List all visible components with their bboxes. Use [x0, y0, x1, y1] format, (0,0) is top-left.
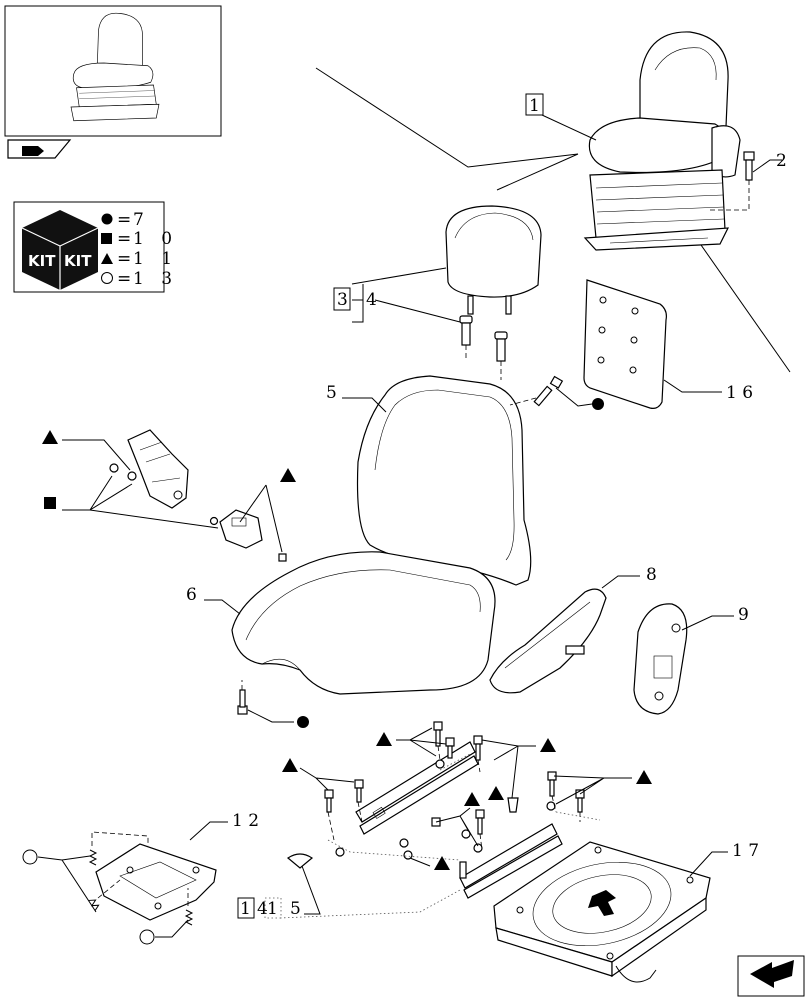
callout-box-14 — [237, 897, 255, 919]
small-fasteners[interactable] — [109, 463, 287, 562]
callout-5-top: 5 — [326, 383, 337, 403]
filled-triangle-marker — [42, 430, 58, 444]
rail-fasteners[interactable] — [286, 721, 585, 879]
svg-text:=: = — [117, 269, 137, 289]
filled-triangle-marker — [488, 786, 504, 800]
filled-triangle-marker — [280, 468, 296, 482]
legend-count-open-circle: 1 3 — [133, 269, 178, 289]
svg-text:=: = — [117, 249, 137, 269]
filled-square-marker — [44, 497, 56, 509]
callout-15-a: 1 — [267, 899, 278, 919]
legend-count-circle: 7 — [133, 210, 150, 230]
callout-14-box: 1 — [240, 899, 251, 919]
callout-1: 1 — [529, 96, 540, 116]
callout-box-3 — [333, 287, 351, 311]
callout-8: 8 — [646, 565, 657, 585]
callout-9: 9 — [738, 605, 749, 625]
open-circle-marker — [22, 849, 38, 865]
callout-6: 6 — [186, 585, 197, 605]
backrest-plate[interactable] — [583, 279, 667, 409]
callout-4: 4 — [366, 290, 377, 310]
filled-triangle-marker — [282, 758, 298, 772]
armrest[interactable] — [489, 588, 607, 694]
filled-circle-icon — [101, 213, 113, 225]
next-page-arrow-icon[interactable] — [737, 955, 805, 997]
seat-cushion[interactable] — [231, 551, 496, 695]
kit-legend: KIT KIT = 7 = 1 0 = 1 1 = 1 3 — [13, 201, 178, 293]
bolt-item-2[interactable] — [743, 151, 755, 181]
filled-triangle-marker — [464, 792, 480, 806]
cushion-screw[interactable] — [237, 689, 248, 715]
side-cover[interactable] — [633, 603, 688, 715]
seatbelt-buckle[interactable] — [219, 509, 263, 549]
filled-circle-marker — [297, 716, 309, 728]
open-circle-icon — [101, 272, 113, 284]
callout-16: 1 6 — [726, 383, 753, 403]
legend-count-square: 1 0 — [133, 229, 178, 249]
headrest-guides[interactable] — [459, 315, 508, 362]
complete-seat-assembly[interactable] — [583, 31, 741, 251]
backrest-screw[interactable] — [533, 375, 564, 407]
swivel-base[interactable] — [493, 841, 711, 983]
svg-text:=: = — [117, 229, 137, 249]
filled-triangle-marker — [540, 738, 556, 752]
callout-12: 1 2 — [232, 811, 259, 831]
seat-rail-left[interactable] — [355, 741, 479, 835]
callout-box-1 — [525, 93, 544, 116]
headrest[interactable] — [445, 205, 542, 315]
backrest[interactable] — [356, 375, 532, 586]
filled-triangle-marker — [636, 770, 652, 784]
callout-box-15 — [264, 897, 282, 919]
filled-triangle-marker — [376, 732, 392, 746]
guide-line-a — [315, 67, 579, 168]
callout-17: 1 7 — [732, 841, 759, 861]
seat-rail-right[interactable] — [459, 823, 563, 899]
kit-box-icon: KIT KIT — [21, 210, 99, 290]
kit-label-right: KIT — [64, 252, 92, 270]
seatbelt-retractor[interactable] — [127, 429, 189, 509]
filled-triangle-icon — [101, 253, 113, 264]
legend-count-triangle: 1 1 — [133, 249, 178, 269]
mounting-plate[interactable] — [95, 843, 217, 921]
thumbnail-overview[interactable] — [4, 5, 222, 159]
filled-triangle-marker — [434, 856, 450, 870]
filled-square-icon — [101, 233, 112, 244]
callout-15-b: 5 — [290, 899, 301, 919]
legend-eq: = — [117, 210, 137, 230]
open-circle-marker — [139, 929, 155, 945]
kit-label-left: KIT — [28, 252, 56, 270]
callout-3: 3 — [337, 290, 348, 310]
filled-circle-marker — [592, 398, 604, 410]
callout-2: 2 — [776, 151, 787, 171]
callout-14-rest: 4 — [257, 899, 268, 919]
